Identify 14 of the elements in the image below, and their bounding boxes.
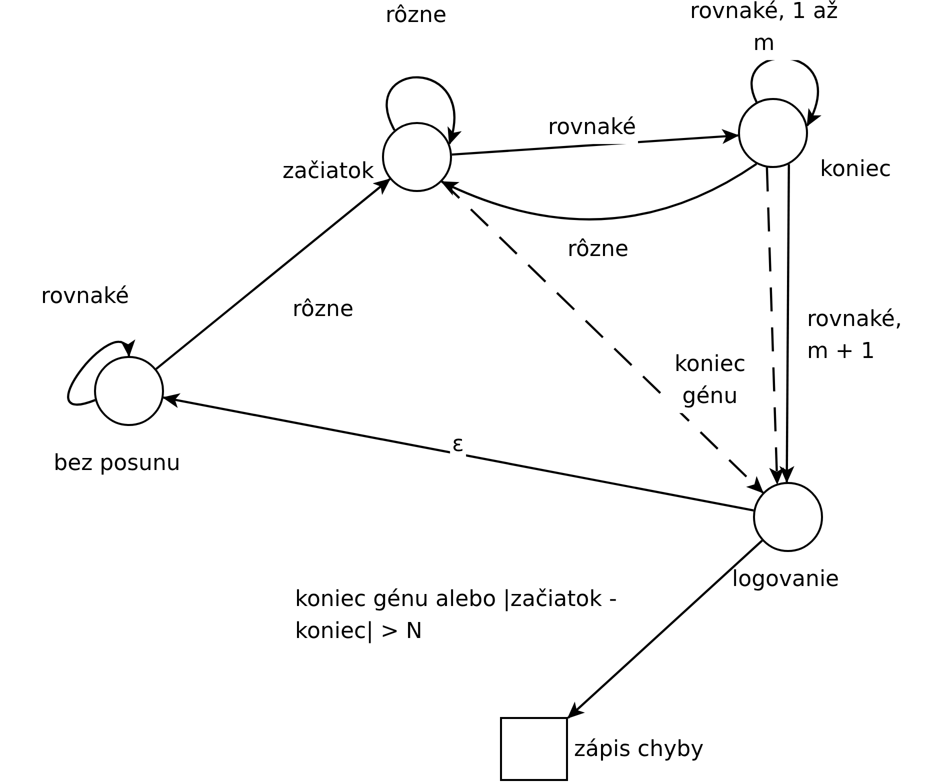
arrow — [386, 76, 460, 145]
state-label: bez posunu — [54, 450, 180, 478]
arrow — [766, 167, 784, 485]
arrow — [452, 129, 740, 156]
state-label: zápis chyby — [574, 736, 704, 764]
arrow — [162, 393, 754, 512]
state-label: začiatok — [282, 158, 374, 186]
arrow — [441, 180, 764, 494]
arrow — [779, 164, 794, 484]
arrow — [567, 540, 763, 719]
arrow — [440, 162, 758, 220]
arrow — [155, 178, 391, 370]
state-label: logovanie — [732, 566, 840, 594]
state-label: koniec — [820, 156, 892, 184]
